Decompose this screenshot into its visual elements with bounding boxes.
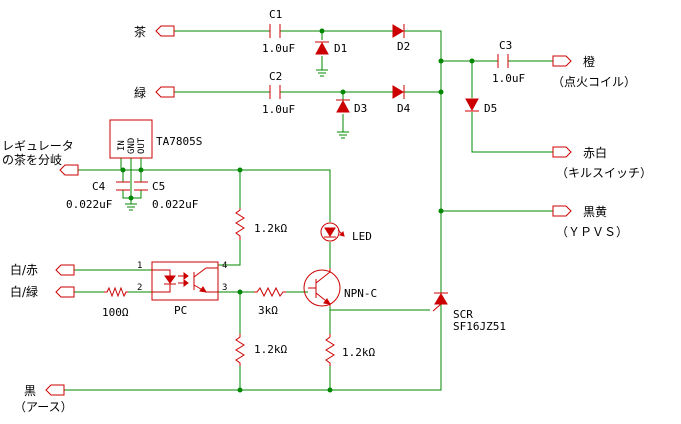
label-transistor: NPN-C [344, 287, 377, 300]
resistor-bottom-left [235, 334, 245, 366]
terminal-white-green [55, 286, 75, 298]
label-c5: C5 [152, 180, 165, 193]
terminal-orange-out [552, 55, 572, 67]
label-green-in: 緑 [134, 85, 146, 100]
label-pc-pin3: 3 [222, 283, 227, 293]
label-black: 黒 [24, 384, 36, 398]
capacitor-c4 [116, 181, 130, 191]
label-black-note: （アース） [14, 400, 73, 414]
diode-d5 [465, 98, 479, 112]
label-black-yellow-out: 黒黄 [583, 205, 607, 219]
label-r-top: 1.2kΩ [254, 222, 287, 235]
label-c1: C1 [269, 8, 282, 21]
label-r-pc-in: 100Ω [102, 306, 129, 319]
capacitor-c1 [269, 24, 281, 38]
label-c3-value: 1.0uF [492, 72, 525, 85]
label-red-white-out: 赤白 [583, 145, 607, 160]
label-d5: D5 [484, 102, 497, 115]
label-pc-pin4: 4 [222, 261, 227, 271]
transistor-npn [303, 268, 341, 307]
label-c1-value: 1.0uF [262, 42, 295, 55]
label-c5-value: 0.022uF [152, 198, 198, 211]
wires [64, 30, 553, 391]
terminal-green-in [155, 86, 175, 98]
capacitor-c5 [134, 181, 148, 191]
label-pc-pin2: 2 [137, 283, 142, 293]
label-c4: C4 [92, 180, 106, 193]
terminal-black [45, 384, 65, 396]
label-d1: D1 [334, 42, 347, 55]
resistor-pc-in [104, 286, 128, 298]
label-d4: D4 [397, 102, 411, 115]
capacitor-c3 [497, 54, 509, 68]
resistor-base [254, 286, 286, 298]
regulator-pin-out: OUT [137, 137, 147, 154]
diode-d2 [392, 24, 405, 38]
diode-d1 [315, 41, 329, 55]
regulator-pin-gnd: GND [127, 138, 137, 154]
label-scr: SCR [453, 308, 473, 321]
label-regulator-brown: レギュレータ [2, 139, 74, 153]
label-led: LED [352, 230, 372, 243]
label-r-emitter: 1.2kΩ [342, 346, 375, 359]
diode-d3 [336, 99, 350, 113]
photocoupler-pc [151, 261, 219, 301]
resistor-top [235, 208, 245, 240]
label-brown-in: 茶 [134, 24, 146, 39]
label-orange-note: （点火コイル） [552, 75, 636, 89]
label-regulator-brown-2: の茶を分岐 [2, 152, 62, 167]
label-c2: C2 [269, 70, 282, 83]
terminal-regulator-brown [59, 164, 79, 176]
label-c3: C3 [499, 39, 512, 52]
label-orange-out: 橙 [583, 54, 595, 69]
ground-regulator-symbol [125, 203, 137, 211]
label-black-yellow-note: （ＹＰＶＳ） [556, 225, 628, 239]
regulator-pin-in: IN [117, 140, 127, 151]
scr-thyristor [432, 292, 448, 312]
ground-d3-symbol [337, 131, 349, 139]
label-white-green: 白/緑 [10, 284, 38, 299]
diode-d4 [392, 85, 405, 99]
terminal-white-red [55, 264, 75, 276]
label-red-white-note: （キルスイッチ） [556, 166, 652, 180]
resistor-emitter [325, 334, 335, 366]
terminal-red-white-out [552, 146, 572, 158]
label-white-red: 白/赤 [10, 262, 38, 277]
junction-dots [120, 28, 475, 393]
label-r-base: 3kΩ [258, 304, 278, 317]
label-d2: D2 [397, 40, 410, 53]
label-c2-value: 1.0uF [262, 103, 295, 116]
terminal-black-yellow-out [552, 205, 572, 217]
label-c4-value: 0.022uF [66, 198, 112, 211]
label-regulator: TA7805S [156, 135, 202, 148]
label-r-bottom-left: 1.2kΩ [254, 343, 287, 356]
label-scr-part: SF16JZ51 [453, 320, 506, 333]
led-indicator [320, 222, 345, 242]
regulator-ta7805s [109, 119, 153, 159]
label-pc: PC [174, 304, 187, 317]
ground-d1-symbol [316, 69, 328, 77]
capacitor-c2 [269, 85, 281, 99]
terminal-brown-in [155, 25, 175, 37]
label-d3: D3 [354, 102, 367, 115]
label-pc-pin1: 1 [137, 261, 142, 271]
